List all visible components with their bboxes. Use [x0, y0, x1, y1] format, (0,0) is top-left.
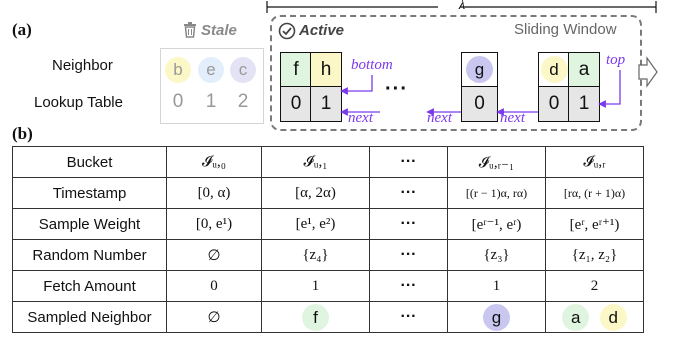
block1-lookup-0: 0	[280, 86, 312, 122]
panel-a-label: (a)	[12, 20, 32, 39]
table-row-fetch-amount: Fetch Amount 0 1 ··· 1 2	[12, 270, 644, 302]
table-cell: ···	[369, 146, 448, 178]
window-arrow-icon	[638, 56, 658, 88]
table-cell: 2	[545, 270, 644, 302]
table-cell: ···	[369, 301, 448, 333]
stale-neighbor-e: e	[198, 57, 224, 83]
table-cell: {z₄}	[261, 239, 370, 271]
table-cell: 0	[166, 270, 262, 302]
table-row-bucket: Bucket 𝓘ᵤ,₀ 𝓘ᵤ,₁ ··· 𝓘ᵤ,ᵣ₋₁ 𝓘ᵤ,ᵣ	[12, 146, 644, 178]
trash-icon	[184, 22, 196, 38]
table-cell: [α, 2α)	[261, 177, 370, 209]
table-cell: [(r − 1)α, rα)	[447, 177, 546, 209]
stale-neighbor-b: b	[165, 57, 191, 83]
sampled-neighbor-g: g	[483, 303, 510, 331]
pointer-arrows	[340, 70, 621, 116]
lambda-symbol: λ	[458, 0, 466, 13]
bucket-block-2: g	[461, 52, 498, 87]
table-cell: a d	[545, 301, 644, 333]
block3-neighbor-d: d	[540, 56, 568, 84]
row-label-lookup: Lookup Table	[34, 94, 123, 111]
row-label: Random Number	[12, 239, 167, 271]
table-cell: 𝓘ᵤ,₀	[166, 146, 262, 178]
active-label: Active	[299, 22, 345, 39]
table-cell: {z₃}	[447, 239, 546, 271]
row-label-neighbor: Neighbor	[52, 57, 113, 74]
pointer-next-2: next	[427, 110, 452, 126]
check-circle-icon	[278, 22, 296, 40]
pointer-next-1: next	[348, 110, 373, 126]
row-label: Fetch Amount	[12, 270, 167, 302]
block1-lookup-1: 1	[310, 86, 342, 122]
block3-neighbor-a: a	[568, 52, 600, 87]
table-row-random-number: Random Number ∅ {z₄} ··· {z₃} {z₁, z₂}	[12, 239, 644, 271]
table-cell: f	[261, 301, 370, 333]
sampled-neighbor-a: a	[562, 303, 590, 331]
table-cell: 1	[447, 270, 546, 302]
sampled-neighbor-f: f	[302, 303, 329, 331]
block2-neighbor-g: g	[466, 56, 493, 83]
table-cell: g	[447, 301, 546, 333]
table-cell: 1	[261, 270, 370, 302]
stale-neighbor-c: c	[230, 57, 256, 83]
block1-neighbor-f: f	[280, 52, 312, 87]
pointer-top: top	[606, 52, 626, 68]
table-cell: [0, e¹)	[166, 208, 262, 240]
table-cell: ···	[369, 177, 448, 209]
table-cell: [e¹, e²)	[261, 208, 370, 240]
row-label: Timestamp	[12, 177, 167, 209]
table-row-sampled-neighbor: Sampled Neighbor ∅ f ··· g a d	[12, 301, 644, 333]
pointer-next-3: next	[500, 110, 525, 126]
table-cell: ···	[369, 208, 448, 240]
table-cell: [rα, (r + 1)α)	[545, 177, 644, 209]
table-cell: ···	[369, 239, 448, 271]
bucket-table: Bucket 𝓘ᵤ,₀ 𝓘ᵤ,₁ ··· 𝓘ᵤ,ᵣ₋₁ 𝓘ᵤ,ᵣ Timesta…	[12, 146, 644, 333]
table-cell: ∅	[166, 239, 262, 271]
table-cell: [eʳ⁻¹, eʳ)	[447, 208, 546, 240]
window-ellipsis: ···	[385, 78, 408, 100]
table-cell: 𝓘ᵤ,ᵣ₋₁	[447, 146, 546, 178]
table-cell: 𝓘ᵤ,₁	[261, 146, 370, 178]
stale-label: Stale	[201, 22, 237, 39]
table-cell: [eʳ, eʳ⁺¹)	[545, 208, 644, 240]
panel-b-label: (b)	[12, 124, 33, 143]
table-cell: ···	[369, 270, 448, 302]
stale-box	[160, 48, 264, 124]
row-label: Bucket	[12, 146, 167, 178]
table-cell: 𝓘ᵤ,ᵣ	[545, 146, 644, 178]
table-cell: {z₁, z₂}	[545, 239, 644, 271]
row-label: Sampled Neighbor	[12, 301, 167, 333]
row-label: Sample Weight	[12, 208, 167, 240]
block2-lookup-0: 0	[461, 86, 498, 122]
stale-lookup-0: 0	[172, 91, 184, 112]
sampled-neighbor-d: d	[599, 303, 627, 331]
block1-neighbor-h: h	[310, 52, 342, 87]
sliding-window-label: Sliding Window	[514, 21, 617, 38]
stale-lookup-1: 1	[205, 91, 217, 112]
table-cell: ∅	[166, 301, 262, 333]
table-row-timestamp: Timestamp [0, α) [α, 2α) ··· [(r − 1)α, …	[12, 177, 644, 209]
stale-lookup-2: 2	[237, 91, 249, 112]
table-row-sample-weight: Sample Weight [0, e¹) [e¹, e²) ··· [eʳ⁻¹…	[12, 208, 644, 240]
table-cell: [0, α)	[166, 177, 262, 209]
lambda-span	[266, 1, 657, 13]
pointer-bottom: bottom	[351, 57, 393, 73]
